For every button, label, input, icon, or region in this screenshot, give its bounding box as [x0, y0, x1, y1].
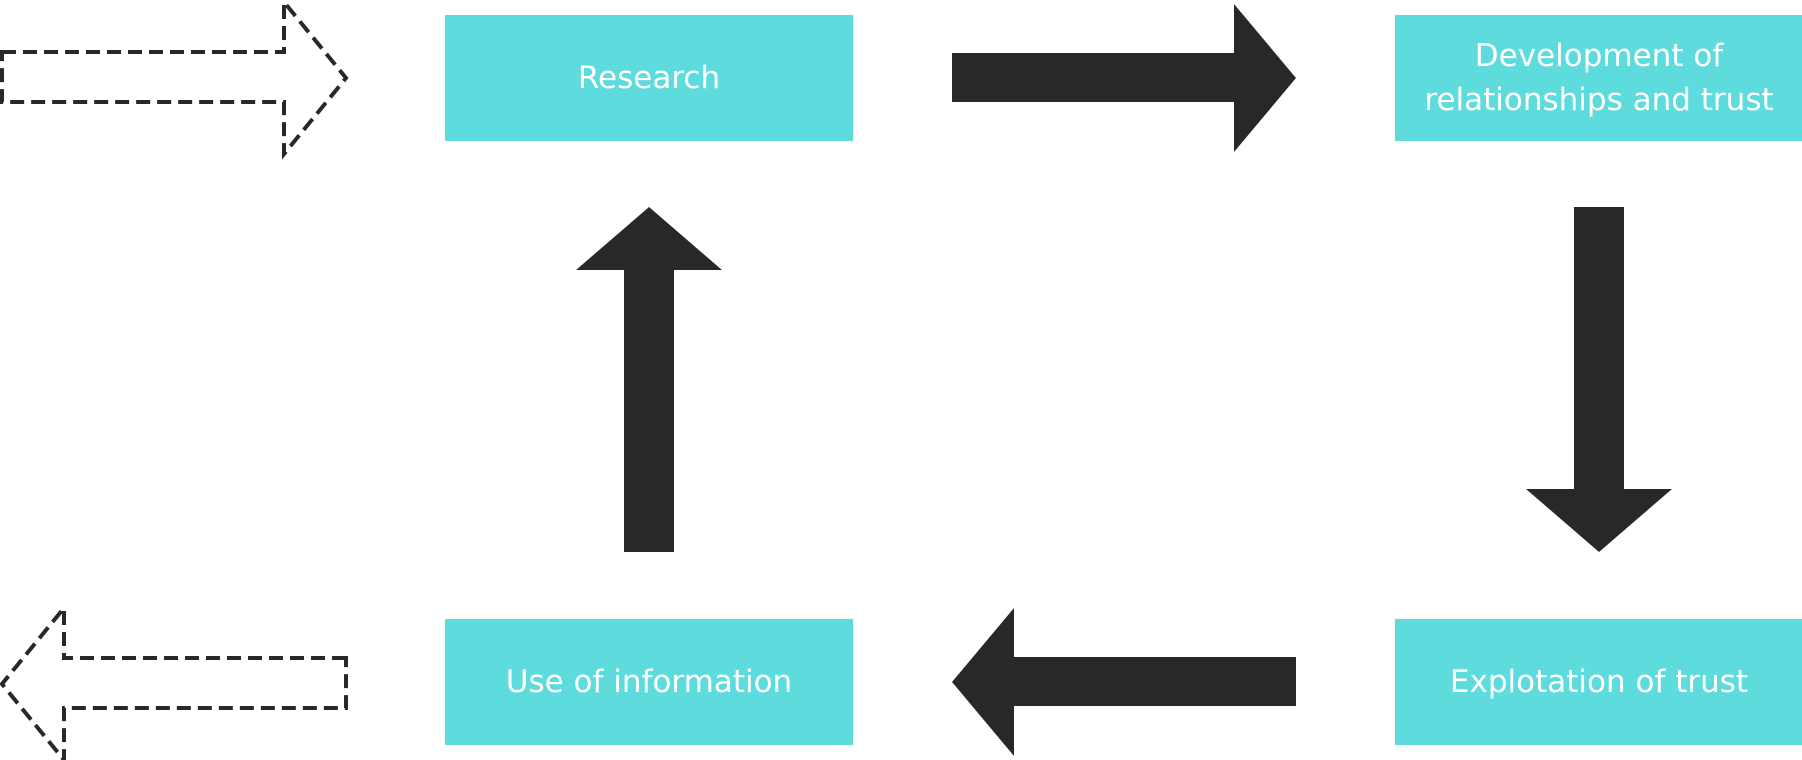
node-research-label: Research: [578, 60, 720, 96]
node-relationships: Development of relationships and trust: [1395, 15, 1802, 141]
node-use-of-information: Use of information: [445, 619, 853, 745]
node-relationships-label-line-1: Development of: [1475, 38, 1725, 74]
node-research: Research: [445, 15, 853, 141]
node-relationships-box: [1395, 15, 1802, 141]
arrow-use-of-information-to-research: [576, 207, 722, 552]
node-exploitation: Explotation of trust: [1395, 619, 1802, 745]
node-exploitation-label: Explotation of trust: [1450, 664, 1748, 700]
arrow-exploitation-to-use-of-information: [952, 608, 1296, 756]
entry-arrow-dashed: [0, 0, 349, 160]
node-relationships-label-line-2: relationships and trust: [1424, 82, 1773, 118]
arrow-research-to-relationships: [952, 4, 1296, 152]
node-use-of-information-label: Use of information: [506, 664, 792, 700]
node-research-box: [445, 15, 853, 141]
arrow-relationships-to-exploitation: [1526, 207, 1672, 552]
node-exploitation-box: [1395, 619, 1802, 745]
node-use-of-information-box: [445, 619, 853, 745]
exit-arrow-dashed: [0, 602, 348, 760]
